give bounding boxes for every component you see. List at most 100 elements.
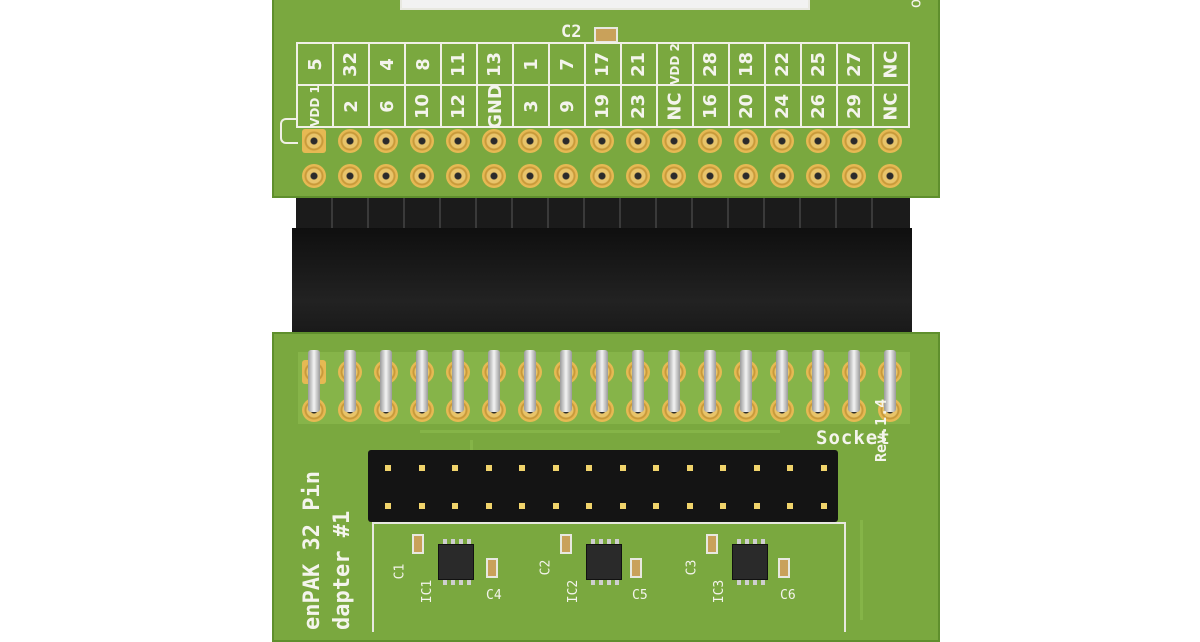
- pinmap-label: 8: [412, 57, 434, 71]
- socket-pin-post: [848, 350, 860, 412]
- pinmap-cell: 29: [836, 84, 874, 128]
- gold-pad: [518, 164, 542, 188]
- gold-pad: [698, 129, 722, 153]
- socket-pin-post: [380, 350, 392, 412]
- pinmap-label: 12: [448, 93, 470, 119]
- c6-label: C6: [780, 588, 796, 603]
- ic3-chip: [732, 539, 768, 585]
- gold-pad: [590, 164, 614, 188]
- pinmap-label: 7: [556, 57, 578, 71]
- ic-lead: [591, 580, 595, 585]
- header-pin: [787, 503, 793, 509]
- ic-lead: [745, 580, 749, 585]
- gold-pad: [482, 129, 506, 153]
- gold-pad: [698, 164, 722, 188]
- top-board-cutout: [400, 0, 810, 10]
- ic-lead: [467, 580, 471, 585]
- ic-lead: [467, 539, 471, 544]
- ic3-label: IC3: [712, 579, 728, 604]
- pinmap-cell: 21: [620, 42, 658, 86]
- pcb-trace: [420, 430, 780, 433]
- pinmap-cell: NC: [656, 84, 694, 128]
- header-pin: [385, 503, 391, 509]
- pinmap-cell: 32: [332, 42, 370, 86]
- ic-lead: [607, 539, 611, 544]
- ic-lead: [737, 580, 741, 585]
- pinmap-label: 3: [520, 99, 542, 113]
- pinmap-label: 4: [376, 57, 398, 71]
- gold-pad: [302, 164, 326, 188]
- gold-pad: [734, 164, 758, 188]
- pinmap-label: 25: [808, 51, 830, 77]
- connector-divider: [763, 198, 765, 230]
- socket-pin-post: [884, 350, 896, 412]
- gold-pad: [374, 164, 398, 188]
- header-pin: [552, 503, 559, 509]
- pinmap-label: 9: [556, 99, 578, 113]
- c3-capacitor: [706, 534, 718, 554]
- ic-lead: [607, 580, 611, 585]
- pinmap-label: 26: [808, 93, 830, 119]
- gold-pad: [626, 129, 650, 153]
- ic-lead: [761, 539, 765, 544]
- header-pin: [586, 503, 592, 509]
- pinmap-label: 22: [772, 51, 794, 77]
- pinmap-label: VDD 1: [308, 85, 322, 127]
- header-pin: [552, 465, 559, 471]
- gold-pad: [302, 129, 326, 153]
- pin1-arrow-icon: [280, 118, 298, 144]
- ic-lead: [599, 580, 603, 585]
- header-pin: [452, 503, 458, 509]
- ic2-label: IC2: [566, 579, 582, 604]
- board-title-line2: dapter #1: [330, 510, 355, 630]
- socket-pin-post: [308, 350, 320, 412]
- c2b-capacitor: [560, 534, 572, 554]
- pinmap-cell: 5: [296, 42, 334, 86]
- connector-divider: [691, 198, 693, 230]
- pinmap-cell: 12: [440, 84, 478, 128]
- ic-lead: [591, 539, 595, 544]
- header-pin: [418, 503, 425, 509]
- gold-pad: [410, 164, 434, 188]
- gold-pad: [806, 129, 830, 153]
- gold-pad: [842, 129, 866, 153]
- socket-pin-post: [812, 350, 824, 412]
- connector-divider: [439, 198, 441, 230]
- pinmap-label: 19: [592, 93, 614, 119]
- socket-pin-post: [632, 350, 644, 412]
- connector-divider: [475, 198, 477, 230]
- edge-mark: o: [907, 0, 927, 9]
- gold-pad: [590, 129, 614, 153]
- connector-divider: [367, 198, 369, 230]
- ic-lead: [451, 539, 455, 544]
- ic-lead: [737, 539, 741, 544]
- gold-pad: [338, 129, 362, 153]
- socket-pin-post: [416, 350, 428, 412]
- pinmap-cell: 22: [764, 42, 802, 86]
- connector-divider: [511, 198, 513, 230]
- pinmap-cell: 13: [476, 42, 514, 86]
- socket-pin-post: [524, 350, 536, 412]
- connector-divider: [547, 198, 549, 230]
- connector-divider: [871, 198, 873, 230]
- pinmap-label: 1: [520, 57, 542, 71]
- pinmap-label: 16: [700, 93, 722, 119]
- pinmap-cell: GND: [476, 84, 514, 128]
- ic-lead: [599, 539, 603, 544]
- socket-pin-post: [344, 350, 356, 412]
- header-pin: [820, 503, 827, 509]
- header-pin: [753, 465, 760, 471]
- header-pin: [820, 465, 827, 471]
- pinmap-label: 10: [412, 93, 434, 119]
- ic-lead: [443, 539, 447, 544]
- socket-connector-body: [292, 228, 912, 350]
- pinmap-label: 17: [592, 51, 614, 77]
- pinmap-cell: 24: [764, 84, 802, 128]
- pinmap-cell: 25: [800, 42, 838, 86]
- pinmap-label: 24: [772, 93, 794, 119]
- c6-capacitor: [778, 558, 790, 578]
- connector-divider: [835, 198, 837, 230]
- gold-pad: [482, 164, 506, 188]
- ic-section-outline: [372, 522, 846, 632]
- pinmap-cell: 20: [728, 84, 766, 128]
